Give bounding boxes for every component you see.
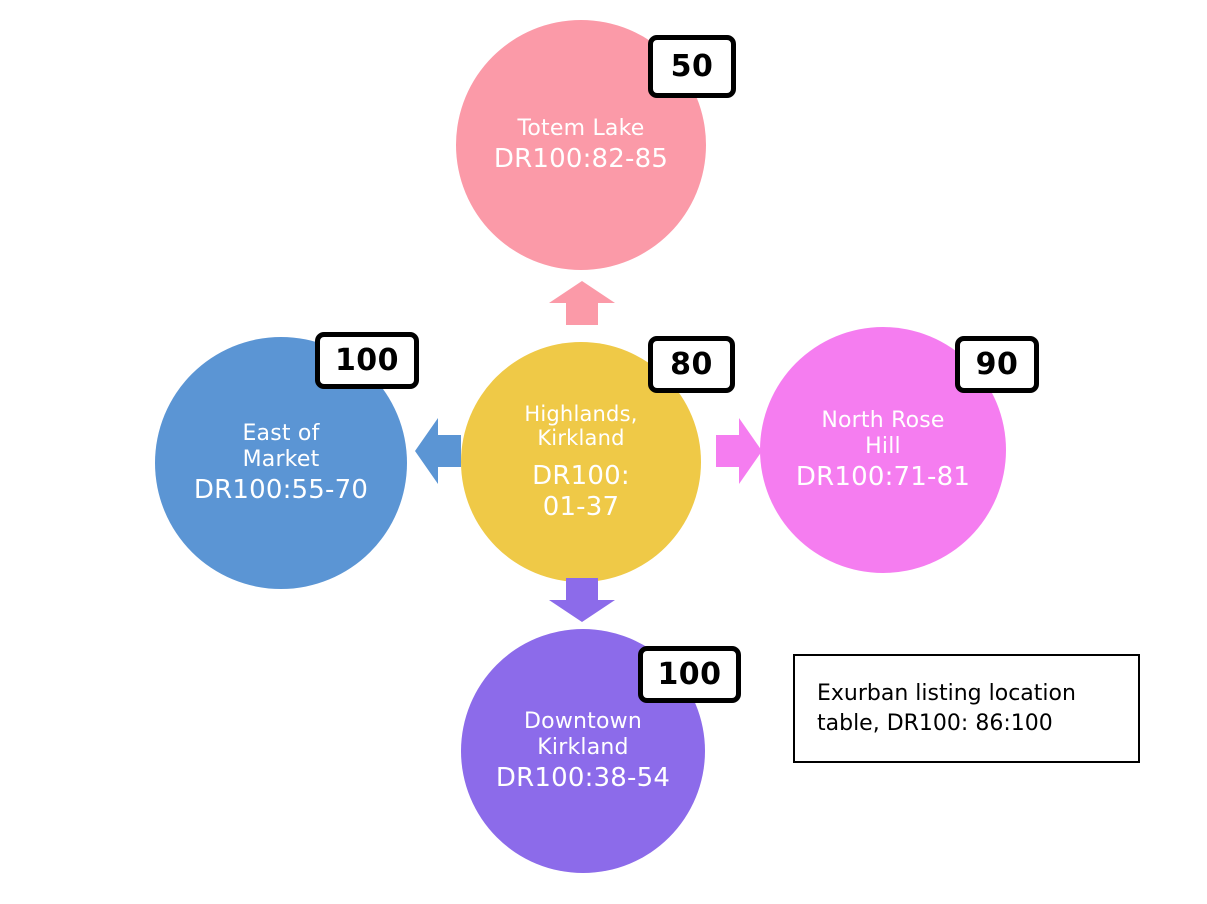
badge-north-rose-hill[interactable]: 90 [955,336,1039,393]
badge-value: 80 [670,347,713,382]
arrow-right-icon [716,418,762,484]
node-highlands-kirkland[interactable]: Highlands, Kirkland DR100: 01-37 [461,342,701,582]
arrow-up-icon [549,281,615,325]
node-title: Downtown Kirkland [524,708,642,760]
arrow-down-icon [549,578,615,622]
badge-highlands-kirkland[interactable]: 80 [648,336,735,393]
badge-totem-lake[interactable]: 50 [648,35,736,98]
node-code: DR100:71-81 [795,461,971,492]
node-code: DR100:55-70 [193,474,369,505]
badge-value: 50 [670,49,714,84]
badge-value: 100 [334,343,400,378]
badge-value: 100 [657,657,722,692]
node-code: DR100:82-85 [493,143,669,174]
node-east-of-market[interactable]: East of Market DR100:55-70 [155,337,407,589]
arrow-left-icon [415,418,461,484]
badge-value: 90 [975,347,1019,382]
legend-box: Exurban listing location table, DR100: 8… [793,654,1140,763]
badge-east-of-market[interactable]: 100 [315,332,419,389]
node-title: East of Market [242,420,320,472]
node-title: North Rose Hill [821,407,945,459]
node-code: DR100: 01-37 [532,461,630,522]
node-code: DR100:38-54 [495,762,671,793]
node-title: Totem Lake [517,115,645,141]
node-title: Highlands, Kirkland [524,401,638,451]
badge-downtown-kirkland[interactable]: 100 [638,646,741,703]
legend-text: Exurban listing location table, DR100: 8… [817,680,1076,736]
